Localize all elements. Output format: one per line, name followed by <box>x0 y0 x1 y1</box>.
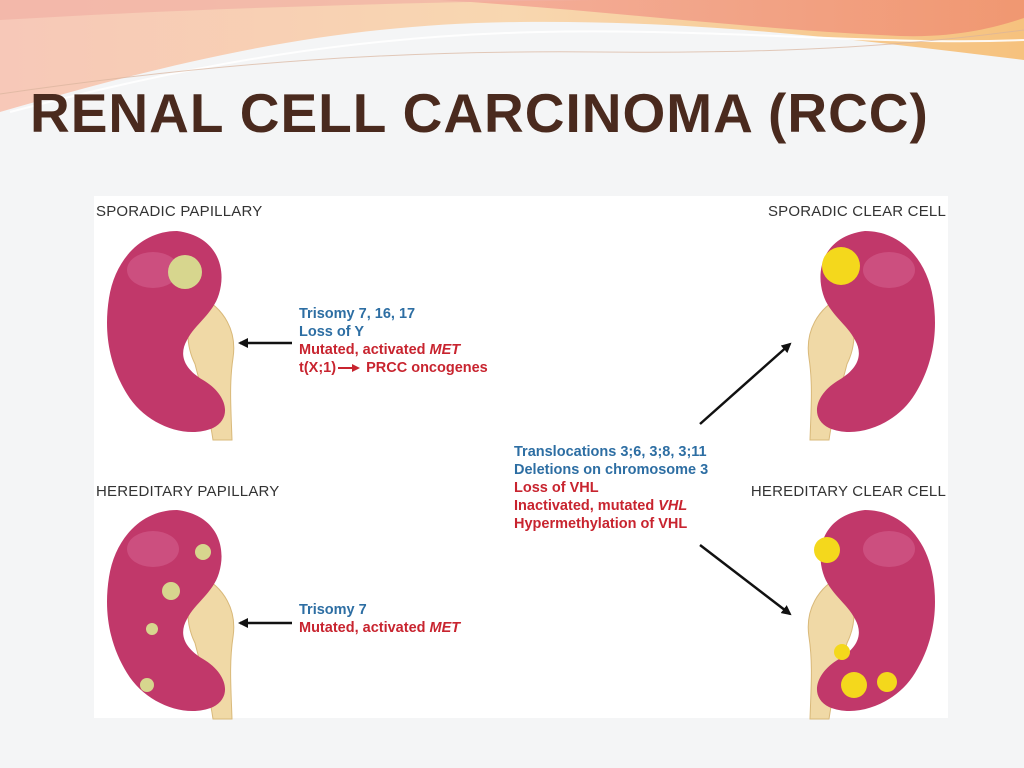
figure-panel <box>94 196 948 718</box>
kidney-sporadic-clear-cell <box>807 231 935 441</box>
kidney-hereditary-clear-cell <box>807 510 935 720</box>
label-hereditary-clear-cell: HEREDITARY CLEAR CELL <box>750 483 946 500</box>
hereditary-papillary-changes: Trisomy 7 Mutated, activated MET <box>299 601 460 637</box>
kidney-hereditary-papillary <box>107 510 235 720</box>
change-line: Mutated, activated MET <box>299 620 461 636</box>
tumor-mark <box>814 537 840 563</box>
change-line: Inactivated, mutated VHL <box>514 498 688 514</box>
change-line: Loss of Y <box>299 324 364 340</box>
tumor-mark <box>195 544 211 560</box>
tumor-mark <box>162 582 180 600</box>
sporadic-papillary-changes: Trisomy 7, 16, 17 Loss of Y Mutated, act… <box>299 305 488 377</box>
change-line: Trisomy 7, 16, 17 <box>299 306 416 322</box>
change-line: Loss of VHL <box>514 480 599 496</box>
change-line: Hypermethylation of VHL <box>514 516 688 532</box>
header-swoosh <box>0 0 1024 113</box>
label-sporadic-papillary: SPORADIC PAPILLARY <box>96 203 263 220</box>
small-arrow-icon <box>338 364 361 373</box>
change-line: Trisomy 7 <box>299 602 367 618</box>
tumor-mark <box>834 644 850 660</box>
slide-title: RENAL CELL CARCINOMA (RCC) <box>30 82 929 144</box>
change-line: Deletions on chromosome 3 <box>514 462 709 478</box>
tumor-mark <box>140 678 154 692</box>
clear-cell-changes: Translocations 3;6, 3;8, 3;11 Deletions … <box>514 443 708 533</box>
label-hereditary-papillary: HEREDITARY PAPILLARY <box>96 483 280 500</box>
label-sporadic-clear-cell: SPORADIC CLEAR CELL <box>767 203 946 220</box>
kidney-sporadic-papillary <box>107 231 235 441</box>
tumor-mark <box>822 247 860 285</box>
change-line: Mutated, activated MET <box>299 342 461 358</box>
change-line: t(X;1) PRCC oncogenes <box>299 360 488 376</box>
change-line: Translocations 3;6, 3;8, 3;11 <box>514 444 707 460</box>
tumor-mark <box>168 255 202 289</box>
tumor-mark <box>877 672 897 692</box>
tumor-mark <box>841 672 867 698</box>
tumor-mark <box>146 623 158 635</box>
